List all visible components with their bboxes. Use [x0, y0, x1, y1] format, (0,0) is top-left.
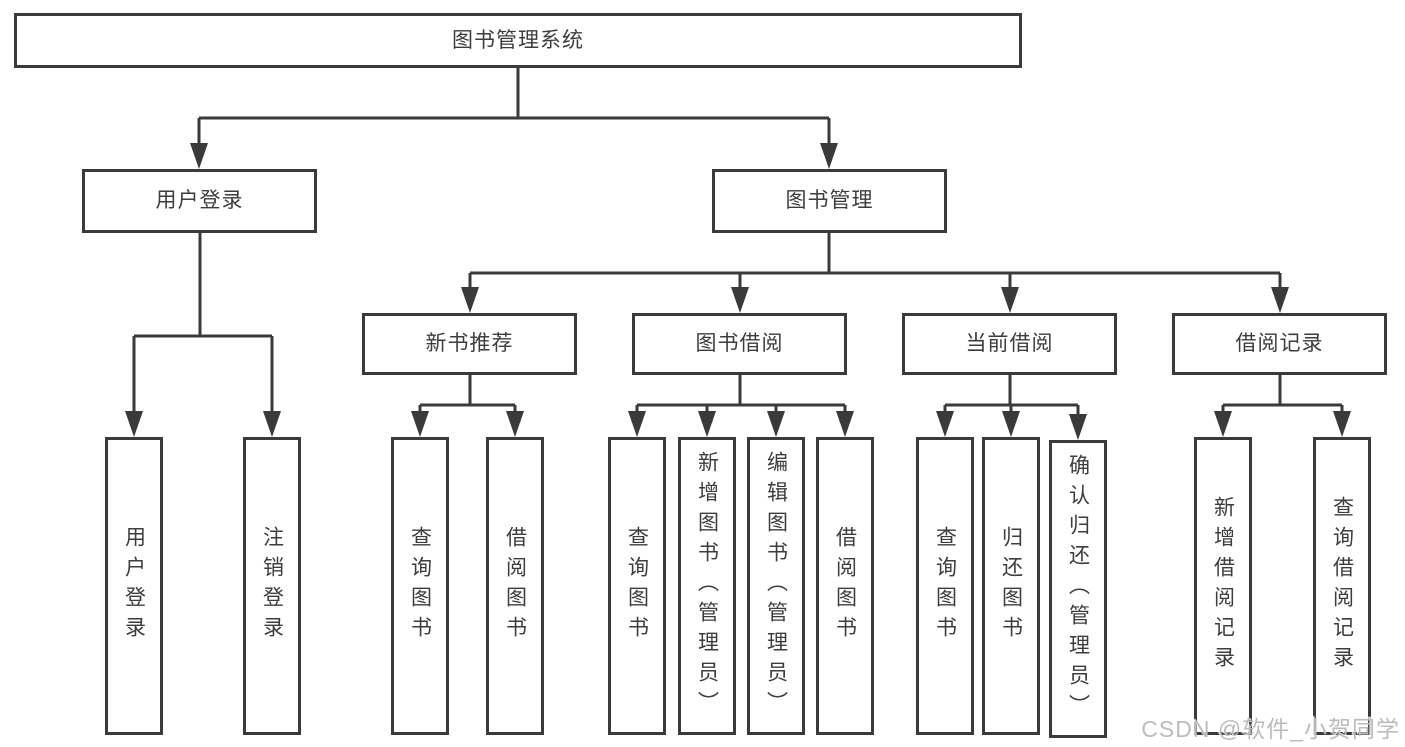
leaf-borrowing-borrow: 借阅图书 — [816, 437, 874, 735]
branch-book-borrow — [628, 375, 854, 437]
node-label: 新增借阅记录 — [1211, 496, 1235, 676]
arrowhead-icon — [263, 411, 281, 437]
arrowhead-icon — [190, 143, 208, 169]
node-label: 借阅图书 — [503, 526, 527, 646]
csdn-watermark: CSDN @软件_小贺同学 — [1141, 716, 1400, 742]
branch-book-mgmt — [461, 233, 1289, 313]
branch-new-books — [411, 375, 524, 437]
node-book-management: 图书管理 — [712, 169, 947, 233]
node-label: 当前借阅 — [965, 332, 1054, 356]
node-label: 用户登录 — [155, 189, 244, 213]
node-user-login: 用户登录 — [82, 169, 317, 233]
leaf-newbooks-borrow: 借阅图书 — [486, 437, 544, 735]
leaf-borrowing-edit-admin: 编辑图书（管理员） — [747, 437, 805, 735]
node-new-book-recommend: 新书推荐 — [362, 313, 577, 375]
node-label: 图书管理系统 — [452, 28, 584, 52]
branch-user-login — [125, 233, 281, 437]
node-label: 图书管理 — [785, 189, 874, 213]
leaf-user-login: 用户登录 — [105, 437, 163, 735]
node-borrow-records: 借阅记录 — [1172, 313, 1387, 375]
leaf-logout: 注销登录 — [243, 437, 301, 735]
node-label: 新书推荐 — [425, 332, 514, 356]
arrowhead-icon — [1271, 287, 1289, 313]
arrowhead-icon — [1333, 411, 1351, 437]
arrowhead-icon — [1001, 287, 1019, 313]
node-label: 查询图书 — [933, 526, 957, 646]
arrowhead-icon — [125, 411, 143, 437]
arrowhead-icon — [836, 411, 854, 437]
node-label: 查询图书 — [625, 526, 649, 646]
node-label: 确认归还（管理员） — [1066, 454, 1090, 724]
branch-borrow-records — [1214, 375, 1351, 437]
leaf-records-add: 新增借阅记录 — [1194, 437, 1252, 735]
arrowhead-icon — [1002, 411, 1020, 437]
arrowhead-icon — [1069, 414, 1087, 440]
leaf-borrowing-query: 查询图书 — [608, 437, 666, 735]
node-label: 用户登录 — [122, 526, 146, 646]
leaf-newbooks-query: 查询图书 — [391, 437, 449, 735]
node-library-system: 图书管理系统 — [14, 13, 1022, 68]
arrowhead-icon — [820, 143, 838, 169]
leaf-current-query: 查询图书 — [916, 437, 974, 735]
arrowhead-icon — [461, 287, 479, 313]
node-label: 注销登录 — [260, 526, 284, 646]
arrowhead-icon — [411, 411, 429, 437]
node-label: 借阅记录 — [1235, 332, 1324, 356]
leaf-current-confirm-admin: 确认归还（管理员） — [1049, 440, 1107, 738]
node-label: 查询借阅记录 — [1330, 496, 1354, 676]
node-label: 编辑图书（管理员） — [764, 451, 788, 721]
node-label: 归还图书 — [999, 526, 1023, 646]
arrowhead-icon — [936, 411, 954, 437]
leaf-records-query: 查询借阅记录 — [1313, 437, 1371, 735]
arrowhead-icon — [698, 411, 716, 437]
arrowhead-icon — [731, 287, 749, 313]
leaf-current-return: 归还图书 — [982, 437, 1040, 735]
branch-root — [190, 68, 838, 169]
arrowhead-icon — [767, 411, 785, 437]
arrowhead-icon — [628, 411, 646, 437]
arrowhead-icon — [1214, 411, 1232, 437]
node-label: 查询图书 — [408, 526, 432, 646]
node-label: 借阅图书 — [833, 526, 857, 646]
branch-current-borrow — [936, 375, 1087, 440]
leaf-borrowing-add-admin: 新增图书（管理员） — [678, 437, 736, 735]
node-label: 新增图书（管理员） — [695, 451, 719, 721]
node-current-borrowing: 当前借阅 — [902, 313, 1117, 375]
node-book-borrowing: 图书借阅 — [632, 313, 847, 375]
arrowhead-icon — [506, 411, 524, 437]
node-label: 图书借阅 — [695, 332, 784, 356]
